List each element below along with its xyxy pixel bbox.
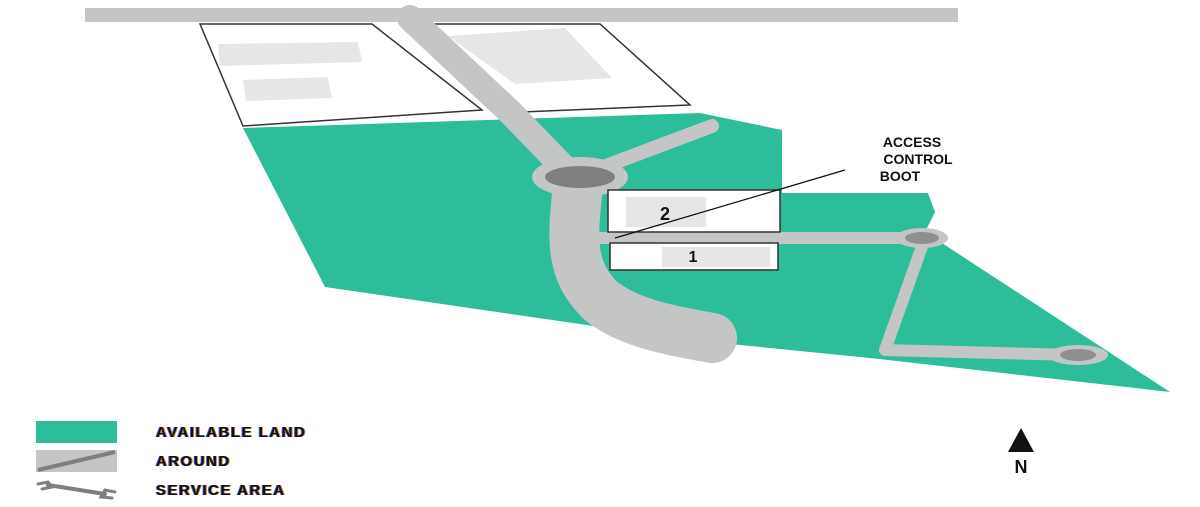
roundabout-southeast-center <box>1060 349 1096 361</box>
legend-land-swatch <box>36 421 117 443</box>
north-arrow: N <box>1008 428 1034 477</box>
building-2[interactable]: 2 <box>607 189 781 233</box>
roundabout-east-center <box>905 232 939 244</box>
callout-line-3: BOOT <box>880 168 921 184</box>
legend-around: AROUND <box>156 453 231 470</box>
legend-road-swatch <box>36 450 117 472</box>
parcel-northwest-lot-1 <box>218 42 362 66</box>
north-label: N <box>1015 457 1028 477</box>
north-arrow-icon <box>1008 428 1034 452</box>
building-1[interactable]: 1 <box>609 242 779 271</box>
building-2-label: 2 <box>660 204 670 224</box>
roundabout-center <box>545 166 615 188</box>
top-road <box>85 8 958 22</box>
building-1-label: 1 <box>689 249 698 266</box>
legend-service-area: SERVICE AREA <box>156 482 286 499</box>
callout-leader <box>614 169 846 239</box>
wrench-icon <box>36 480 117 500</box>
roads <box>397 5 1081 363</box>
parcel-northwest-lot-2 <box>243 77 332 101</box>
callout-line-2: CONTROL <box>883 151 953 167</box>
legend-available-land: AVAILABLE LAND <box>156 424 307 441</box>
callout-access-control-boot: ACCESS CONTROL BOOT <box>880 134 953 184</box>
parcel-northeast-lot <box>448 28 612 84</box>
callout-line-1: ACCESS <box>883 134 941 150</box>
